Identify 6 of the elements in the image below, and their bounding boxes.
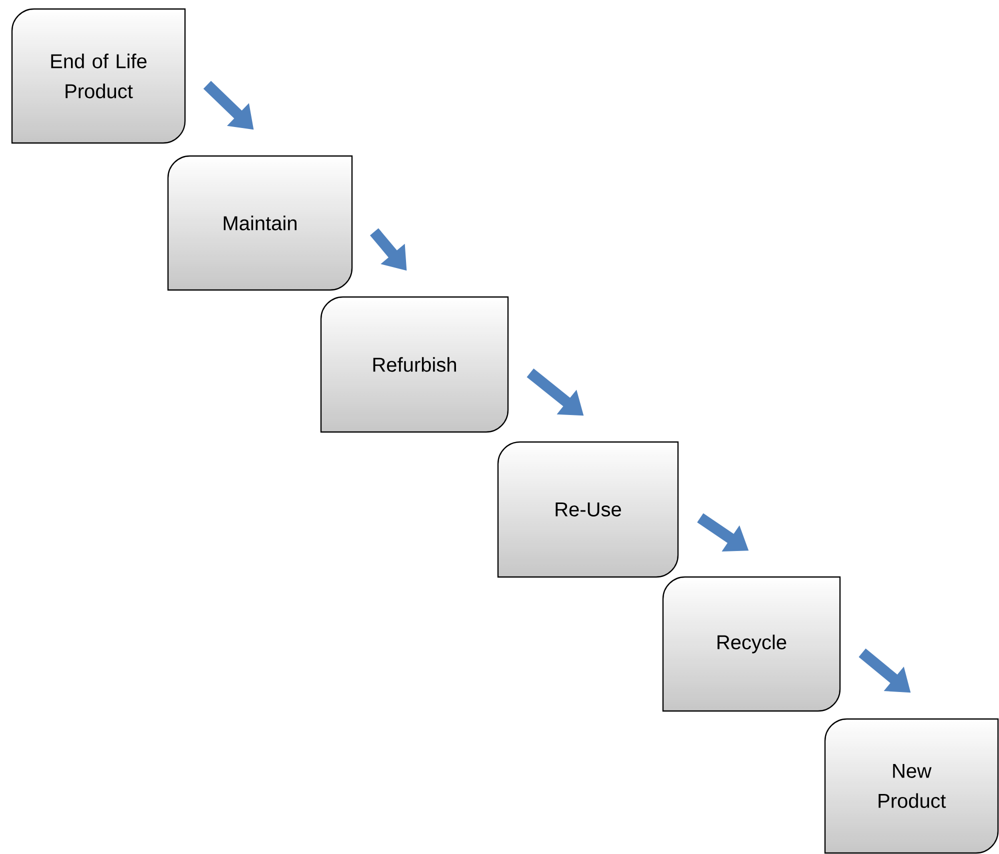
process-box: New Product bbox=[824, 718, 999, 854]
process-box: Recycle bbox=[662, 576, 841, 712]
process-box: Refurbish bbox=[320, 296, 509, 433]
process-box: Re-Use bbox=[497, 441, 679, 578]
process-box: Maintain bbox=[167, 155, 353, 291]
process-box: End of Life Product bbox=[11, 8, 186, 144]
